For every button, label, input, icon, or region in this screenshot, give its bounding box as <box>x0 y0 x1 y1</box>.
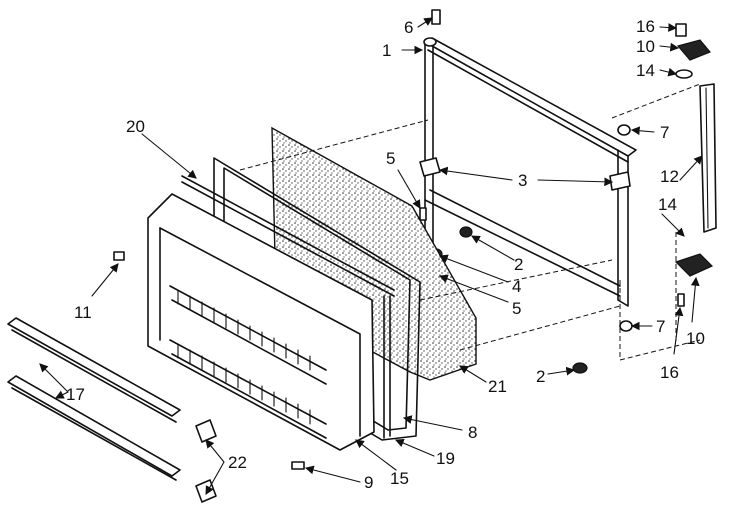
callout-14: 14 <box>658 195 677 214</box>
callout-2: 2 <box>514 255 523 274</box>
callout-4: 4 <box>512 277 521 296</box>
callout-22: 22 <box>228 453 247 472</box>
handle-trim-strips <box>7 317 181 481</box>
callout-16: 16 <box>636 17 655 36</box>
drawer-frame <box>423 37 637 307</box>
side-rail <box>699 83 717 233</box>
callout-9: 9 <box>364 473 373 492</box>
callout-21: 21 <box>488 377 507 396</box>
callout-10: 10 <box>686 329 705 348</box>
callout-12: 12 <box>660 167 679 186</box>
callout-5: 5 <box>512 299 521 318</box>
callout-2: 2 <box>536 367 545 386</box>
assembly-guide-lines <box>239 83 701 361</box>
callout-5: 5 <box>386 149 395 168</box>
callout-15: 15 <box>390 469 409 488</box>
hinge-brackets <box>674 39 714 277</box>
callout-14: 14 <box>636 61 655 80</box>
callout-17: 17 <box>66 385 85 404</box>
callout-20: 20 <box>126 117 145 136</box>
callout-7: 7 <box>660 123 669 142</box>
shelf-ribs <box>169 285 327 439</box>
callout-3: 3 <box>518 171 527 190</box>
callout-11: 11 <box>74 303 92 322</box>
callout-1: 1 <box>382 41 391 60</box>
trim-strip <box>181 175 395 297</box>
slide-rail-brackets <box>419 157 631 191</box>
leader-lines <box>39 17 703 495</box>
callout-6: 6 <box>404 18 413 37</box>
callout-10: 10 <box>636 37 655 56</box>
callout-7: 7 <box>656 317 665 336</box>
callout-8: 8 <box>468 423 477 442</box>
side-trim-strip <box>383 295 391 439</box>
callout-16: 16 <box>660 363 679 382</box>
end-caps <box>195 419 217 503</box>
callout-19: 19 <box>436 449 455 468</box>
drawer-front <box>147 193 375 451</box>
callout-labels: 6 1 16 10 14 7 3 5 20 12 14 2 4 5 11 7 1… <box>66 17 705 492</box>
